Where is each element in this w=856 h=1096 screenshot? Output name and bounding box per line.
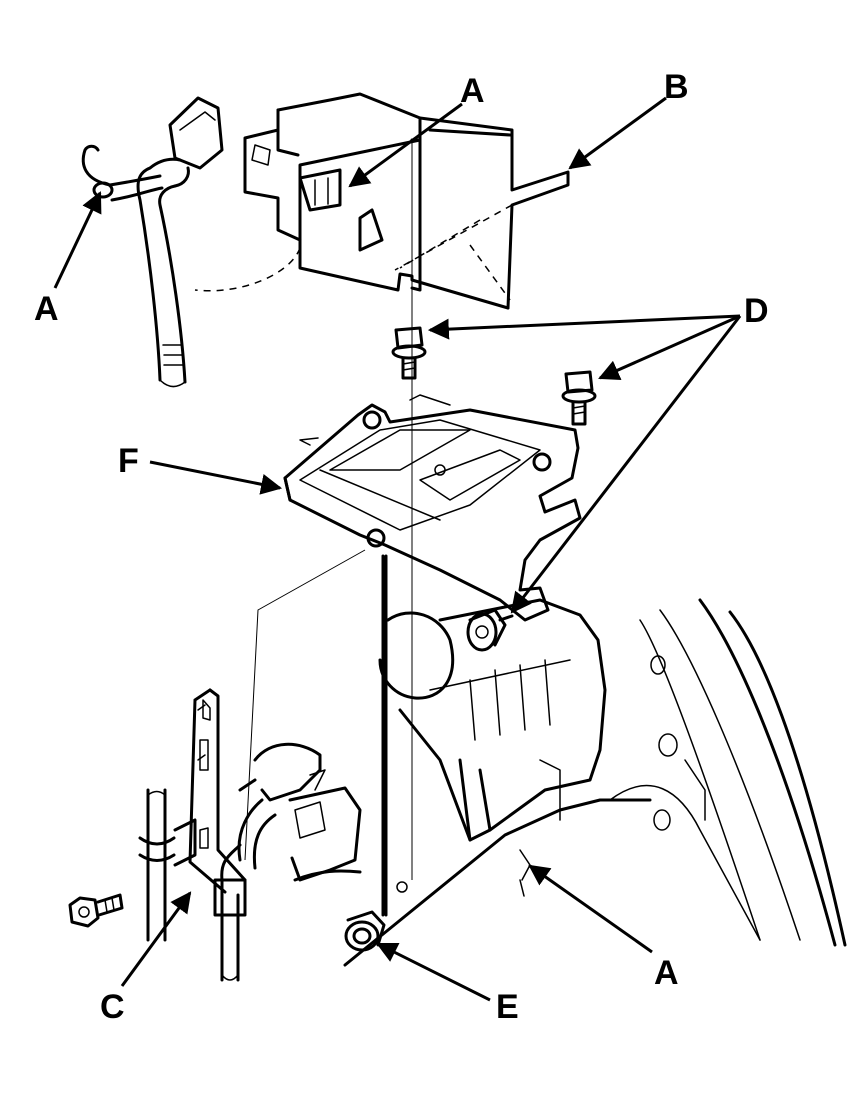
label-d: D (744, 292, 769, 330)
label-a-top: A (460, 72, 485, 110)
arrow-c (120, 891, 192, 987)
arrow-e (376, 942, 491, 1002)
arrow-a-left (53, 191, 102, 289)
callout-arrows (53, 96, 742, 1002)
arrow-d-1 (427, 314, 741, 340)
nut-e (344, 910, 386, 952)
arrow-d-3 (510, 315, 742, 614)
harness-lower-left (138, 688, 362, 982)
harness-top-left (81, 96, 224, 388)
arrow-b (568, 96, 667, 170)
arrow-f (149, 460, 283, 495)
bolt-d-upper-right (561, 370, 597, 426)
bolt-d-upper-left (391, 326, 427, 380)
arrow-a-bottom (528, 864, 653, 954)
label-c: C (100, 988, 125, 1026)
bolt-d-lower (466, 608, 514, 652)
label-f: F (118, 442, 139, 480)
base-assembly (343, 598, 847, 967)
label-a-bottom: A (654, 954, 679, 992)
label-b: B (664, 68, 689, 106)
label-a-left: A (34, 290, 59, 328)
label-e: E (496, 988, 519, 1026)
arrow-a-top (348, 102, 463, 188)
cover-b (194, 92, 570, 880)
bolt-left (68, 893, 124, 928)
bracket-f (244, 394, 582, 917)
arrow-d-2 (598, 314, 741, 380)
